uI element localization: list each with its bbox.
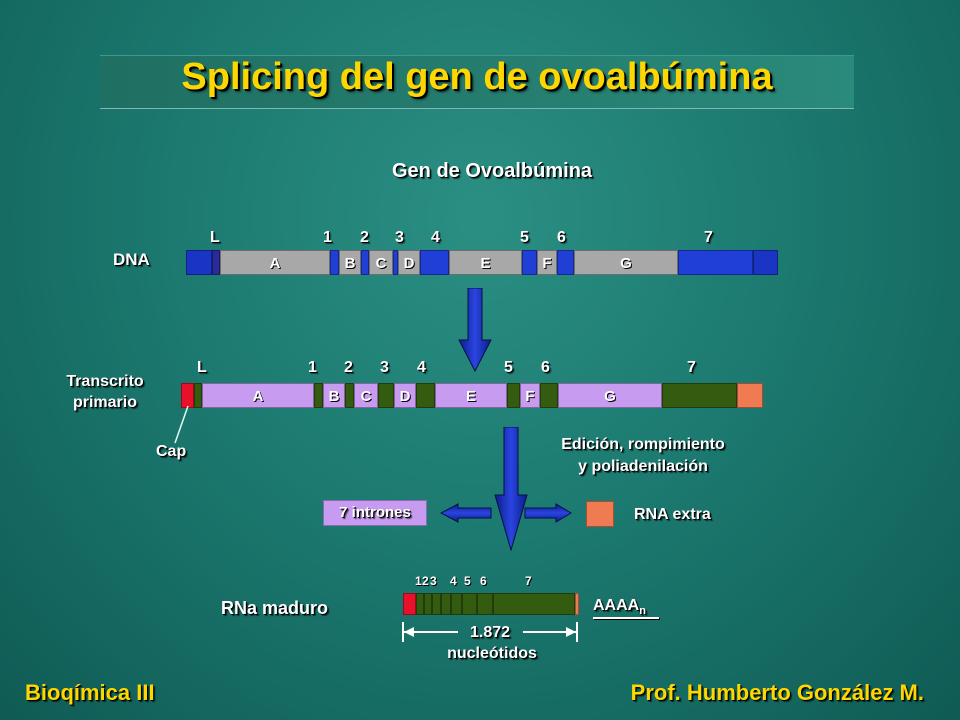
- dna-exon-E: E: [449, 250, 522, 275]
- rna-exon-C: C: [354, 383, 378, 408]
- rna-num-1: 1: [308, 359, 317, 376]
- mature-exon: [416, 593, 424, 615]
- mature-num-5: 5: [464, 574, 471, 588]
- mature-num-6: 6: [480, 574, 487, 588]
- mature-exon: [451, 593, 462, 615]
- processing-heading-1: Edición, rompimiento: [561, 436, 725, 453]
- rna-intron-5: [507, 383, 520, 408]
- mature-num-1: 1: [415, 574, 422, 588]
- rna-intron-6: [540, 383, 558, 408]
- dna-exon-F: F: [537, 250, 557, 275]
- rna-num-3: 3: [380, 359, 389, 376]
- dna-exon-B: B: [339, 250, 361, 275]
- rna-exon-G: G: [558, 383, 662, 408]
- dna-intron-7: [678, 250, 753, 275]
- dna-flank-3: [753, 250, 778, 275]
- dna-flank-5: [186, 250, 212, 275]
- mature-exon: [441, 593, 451, 615]
- mature-num-7: 7: [525, 574, 532, 588]
- down-arrow-icon: [458, 288, 492, 372]
- rna-intron-1: [314, 383, 323, 408]
- mature-exon: [477, 593, 493, 615]
- dna-num-2: 2: [360, 229, 369, 246]
- mature-num-4: 4: [450, 574, 457, 588]
- rna-num-2: 2: [344, 359, 353, 376]
- rna-intron-2: [345, 383, 354, 408]
- poly-a-label: AAAAn: [593, 597, 646, 618]
- rna-exon-B: B: [323, 383, 345, 408]
- rna-num-4: 4: [417, 359, 426, 376]
- mature-exon: [462, 593, 477, 615]
- dna-num-4: 4: [431, 229, 440, 246]
- rna-intron-4: [416, 383, 435, 408]
- rna-exon-E: E: [435, 383, 507, 408]
- mature-exon-7: [493, 593, 575, 615]
- mature-cap: [403, 593, 416, 615]
- dna-bar: A B C D E F G: [186, 250, 778, 275]
- primary-label-2: primario: [72, 394, 137, 411]
- length-indicator: [402, 622, 578, 642]
- length-value: 1.872: [469, 624, 511, 641]
- length-unit: nucleótidos: [447, 645, 537, 662]
- dna-intron-5: [522, 250, 537, 275]
- introns-box: 7 intrones: [323, 500, 427, 526]
- mature-label: RNa maduro: [221, 598, 329, 618]
- dna-intron-6: [557, 250, 574, 275]
- mature-exon: [424, 593, 432, 615]
- rna-num-L: L: [197, 359, 207, 376]
- poly-a-underline: [593, 617, 659, 619]
- mature-exon: [432, 593, 441, 615]
- rna-num-5: 5: [504, 359, 513, 376]
- introns-label: 7 intrones: [339, 504, 411, 521]
- rna-exon-F: F: [520, 383, 540, 408]
- mature-tail: [575, 593, 579, 615]
- gene-heading: Gen de Ovoalbúmina: [392, 160, 593, 182]
- down-arrow-icon: [494, 427, 528, 551]
- rna-intron-7: [662, 383, 737, 408]
- rna-exon-A: A: [202, 383, 314, 408]
- footer-right: Prof. Humberto González M.: [630, 680, 924, 705]
- title-banner: [100, 55, 854, 109]
- rna-num-7: 7: [687, 359, 696, 376]
- mature-num-2: 2: [422, 574, 429, 588]
- primary-label-1: Transcrito: [66, 373, 144, 390]
- dna-intron-2: [361, 250, 369, 275]
- dna-exon-C: C: [369, 250, 393, 275]
- slide-title: Splicing del gen de ovoalbúmina: [181, 56, 773, 98]
- rna-extra-swatch: [586, 501, 614, 527]
- dna-intron-1: [330, 250, 339, 275]
- footer-left: Bioqímica III: [25, 680, 155, 705]
- dna-label: DNA: [113, 250, 150, 269]
- dna-num-L: L: [210, 229, 220, 246]
- dna-exon-D: D: [398, 250, 420, 275]
- right-arrow-icon: [524, 503, 572, 523]
- dna-num-1: 1: [323, 229, 332, 246]
- rna-extra-label: RNA extra: [634, 506, 711, 523]
- dna-intron-3: [393, 250, 398, 275]
- primary-transcript-bar: A B C D E F G: [181, 383, 763, 408]
- rna-leader: [194, 383, 202, 408]
- mature-num-3: 3: [430, 574, 437, 588]
- rna-poly-tail: [737, 383, 763, 408]
- dna-num-3: 3: [395, 229, 404, 246]
- dna-leader: [212, 250, 220, 275]
- rna-exon-D: D: [394, 383, 416, 408]
- left-arrow-icon: [440, 503, 492, 523]
- cap-pointer: [174, 405, 189, 444]
- dna-num-6: 6: [557, 229, 566, 246]
- dna-num-5: 5: [520, 229, 529, 246]
- processing-heading-2: y poliadenilación: [578, 458, 708, 475]
- cap-label: Cap: [156, 443, 187, 460]
- rna-intron-3: [378, 383, 394, 408]
- dna-num-7: 7: [704, 229, 713, 246]
- dna-exon-A: A: [220, 250, 330, 275]
- dna-exon-G: G: [574, 250, 678, 275]
- rna-num-6: 6: [541, 359, 550, 376]
- mature-rna-bar: [403, 593, 579, 615]
- dna-intron-4: [420, 250, 449, 275]
